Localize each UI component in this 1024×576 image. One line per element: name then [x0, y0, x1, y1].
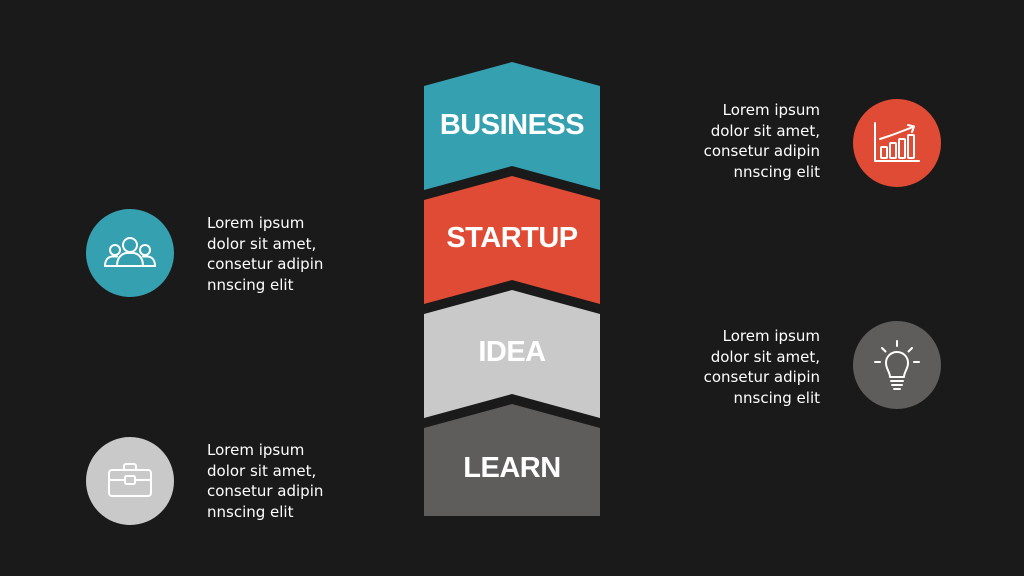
people-line-3: consetur adipin — [207, 255, 324, 273]
bulb-line-3: consetur adipin — [703, 368, 820, 386]
stage-learn-label: LEARN — [463, 452, 560, 484]
chart-line-2: dolor sit amet, — [710, 121, 820, 140]
bulb-circle — [853, 321, 941, 409]
bulb-line-1: Lorem ipsum — [722, 327, 820, 345]
briefcase-circle — [86, 437, 174, 525]
stage-business-shape — [424, 62, 600, 190]
chart-description: Lorem ipsum dolor sit amet, consetur adi… — [670, 100, 820, 182]
bulb-line-4: nnscing elit — [733, 388, 820, 407]
people-line-4: nnscing elit — [207, 275, 294, 294]
briefcase-description: Lorem ipsum dolor sit amet, consetur adi… — [207, 440, 357, 522]
stage-startup-shape — [424, 176, 600, 304]
stage-learn-shape — [424, 404, 600, 516]
chart-line-4: nnscing elit — [733, 162, 820, 181]
bulb-description: Lorem ipsum dolor sit amet, consetur adi… — [670, 326, 820, 408]
stage-idea-label: IDEA — [478, 336, 546, 368]
growth-chart-icon — [874, 122, 920, 162]
people-description: Lorem ipsum dolor sit amet, consetur adi… — [207, 213, 357, 295]
briefcase-line-3: consetur adipin — [207, 482, 324, 500]
people-line-2: dolor sit amet, — [207, 234, 317, 253]
briefcase-line-4: nnscing elit — [207, 502, 294, 521]
chart-line-1: Lorem ipsum — [722, 101, 820, 119]
stage-startup-label: STARTUP — [446, 222, 577, 254]
people-icon — [104, 237, 156, 267]
people-circle — [86, 209, 174, 297]
people-line-1: Lorem ipsum — [207, 214, 305, 232]
stage-idea-shape — [424, 290, 600, 418]
briefcase-line-2: dolor sit amet, — [207, 461, 317, 480]
chart-line-3: consetur adipin — [703, 142, 820, 160]
briefcase-icon — [108, 463, 152, 497]
stage-business-label: BUSINESS — [440, 109, 584, 141]
lightbulb-icon — [874, 340, 920, 390]
chart-circle — [853, 99, 941, 187]
briefcase-line-1: Lorem ipsum — [207, 441, 305, 459]
bulb-line-2: dolor sit amet, — [710, 347, 820, 366]
